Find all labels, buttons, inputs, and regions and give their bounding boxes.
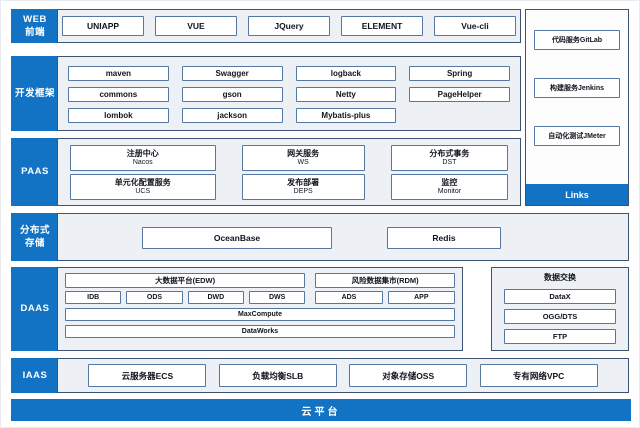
daas-layer-box: IDB	[65, 291, 122, 304]
paas-service-code: DEPS	[293, 187, 313, 195]
tech-box: OceanBase	[142, 227, 332, 249]
tech-box: Vue-cli	[434, 16, 516, 36]
band-dev-framework: maven commons lombok Swagger gson jackson logb…	[57, 56, 521, 131]
daas-risk-group: 风险数据集市(RDM) ADS APP	[315, 273, 455, 304]
daas-layer-box: APP	[387, 291, 455, 304]
layer-label-line: DAAS	[20, 303, 50, 315]
daas-layer-box: DWD	[187, 291, 244, 304]
paas-service-name: 注册中心	[126, 148, 159, 158]
paas-service-code: UCS	[135, 187, 151, 195]
daas-bigdata-group: 大数据平台(EDW) IDB ODS DWD DWS	[65, 273, 306, 304]
layer-label-line: 前端	[24, 27, 45, 38]
daas-platform-box: DataWorks	[65, 325, 455, 338]
tech-box: UNIAPP	[62, 16, 144, 36]
paas-service-code: WS	[297, 158, 309, 166]
iaas-service-box: 云服务器ECS	[88, 364, 207, 387]
layer-label-dev-framework: 开发框架	[11, 56, 59, 131]
tech-box: Redis	[387, 227, 501, 249]
devops-tool-box: 代码服务GitLab	[534, 30, 620, 50]
devops-tool-box: 自动化测试JMeter	[534, 126, 620, 146]
band-iaas: 云服务器ECS 负载均衡SLB 对象存储OSS 专有网络VPC	[57, 358, 629, 393]
daas-platform-box: MaxCompute	[65, 308, 455, 321]
paas-service-name: 单元化配置服务	[114, 177, 171, 187]
data-exchange-title: 数据交换	[544, 273, 576, 282]
paas-service-code: Nacos	[132, 158, 153, 166]
paas-service-code: Monitor	[437, 187, 462, 195]
tech-box: commons	[68, 87, 169, 102]
paas-service-name: 监控	[441, 177, 458, 187]
tech-box: Mybatis-plus	[295, 108, 397, 123]
tech-box: VUE	[155, 16, 237, 36]
tech-box: lombok	[68, 108, 169, 123]
daas-layer-box: ODS	[126, 291, 183, 304]
daas-layer-box: ADS	[315, 291, 383, 304]
tech-box: maven	[68, 66, 169, 81]
layer-label-paas: PAAS	[11, 138, 59, 206]
iaas-service-box: 对象存储OSS	[349, 364, 468, 387]
band-web-frontend: UNIAPP VUE JQuery ELEMENT Vue-cli	[57, 9, 521, 43]
daas-bigdata-title: 大数据平台(EDW)	[65, 273, 306, 288]
paas-service-name: 网关服务	[287, 148, 320, 158]
layer-label-line: 分布式	[19, 224, 50, 236]
tech-box: jackson	[181, 108, 283, 123]
tech-box: Spring	[409, 66, 510, 81]
layer-label-iaas: IAAS	[11, 358, 59, 393]
exchange-tool-box: DataX	[504, 289, 616, 304]
tech-box: logback	[295, 66, 397, 81]
layer-label-daas: DAAS	[11, 267, 59, 351]
layer-label-line: IAAS	[22, 369, 48, 381]
paas-service-code: DST	[442, 158, 457, 166]
band-data-exchange: 数据交换 DataX OGG/DTS FTP	[491, 267, 629, 351]
exchange-tool-box: FTP	[504, 329, 616, 344]
paas-service-name: 发布部署	[287, 177, 320, 187]
tech-box: gson	[181, 87, 283, 102]
paas-service-name: 分布式事务	[429, 148, 470, 158]
devops-footer-links: Links	[526, 184, 628, 205]
framework-column: maven commons lombok	[68, 66, 169, 123]
iaas-service-box: 负载均衡SLB	[218, 364, 337, 387]
layer-label-line: 开发框架	[14, 87, 55, 99]
daas-risk-layers: ADS APP	[315, 291, 455, 304]
tech-box: ELEMENT	[341, 16, 423, 36]
exchange-tool-box: OGG/DTS	[504, 309, 616, 324]
iaas-service-box: 专有网络VPC	[479, 364, 598, 387]
band-distributed-storage: OceanBase Redis	[57, 213, 629, 261]
tech-box: JQuery	[248, 16, 330, 36]
layer-label-web-frontend: WEB 前端	[11, 9, 59, 43]
daas-risk-title: 风险数据集市(RDM)	[315, 273, 455, 288]
tech-box: PageHelper	[409, 87, 510, 102]
cloud-platform-bar: 云平台	[11, 399, 631, 421]
framework-column: Swagger gson jackson	[181, 66, 283, 123]
daas-layer-box: DWS	[248, 291, 306, 304]
layer-label-line: 存储	[24, 238, 45, 249]
tech-box: Swagger	[181, 66, 283, 81]
devops-tool-box: 构建服务Jenkins	[534, 78, 620, 98]
layer-label-line: WEB	[23, 13, 47, 25]
layer-label-distributed-storage: 分布式存储	[11, 213, 59, 261]
layer-label-line: PAAS	[21, 166, 49, 178]
daas-bigdata-layers: IDB ODS DWD DWS	[65, 291, 306, 304]
tech-box: Netty	[295, 87, 397, 102]
